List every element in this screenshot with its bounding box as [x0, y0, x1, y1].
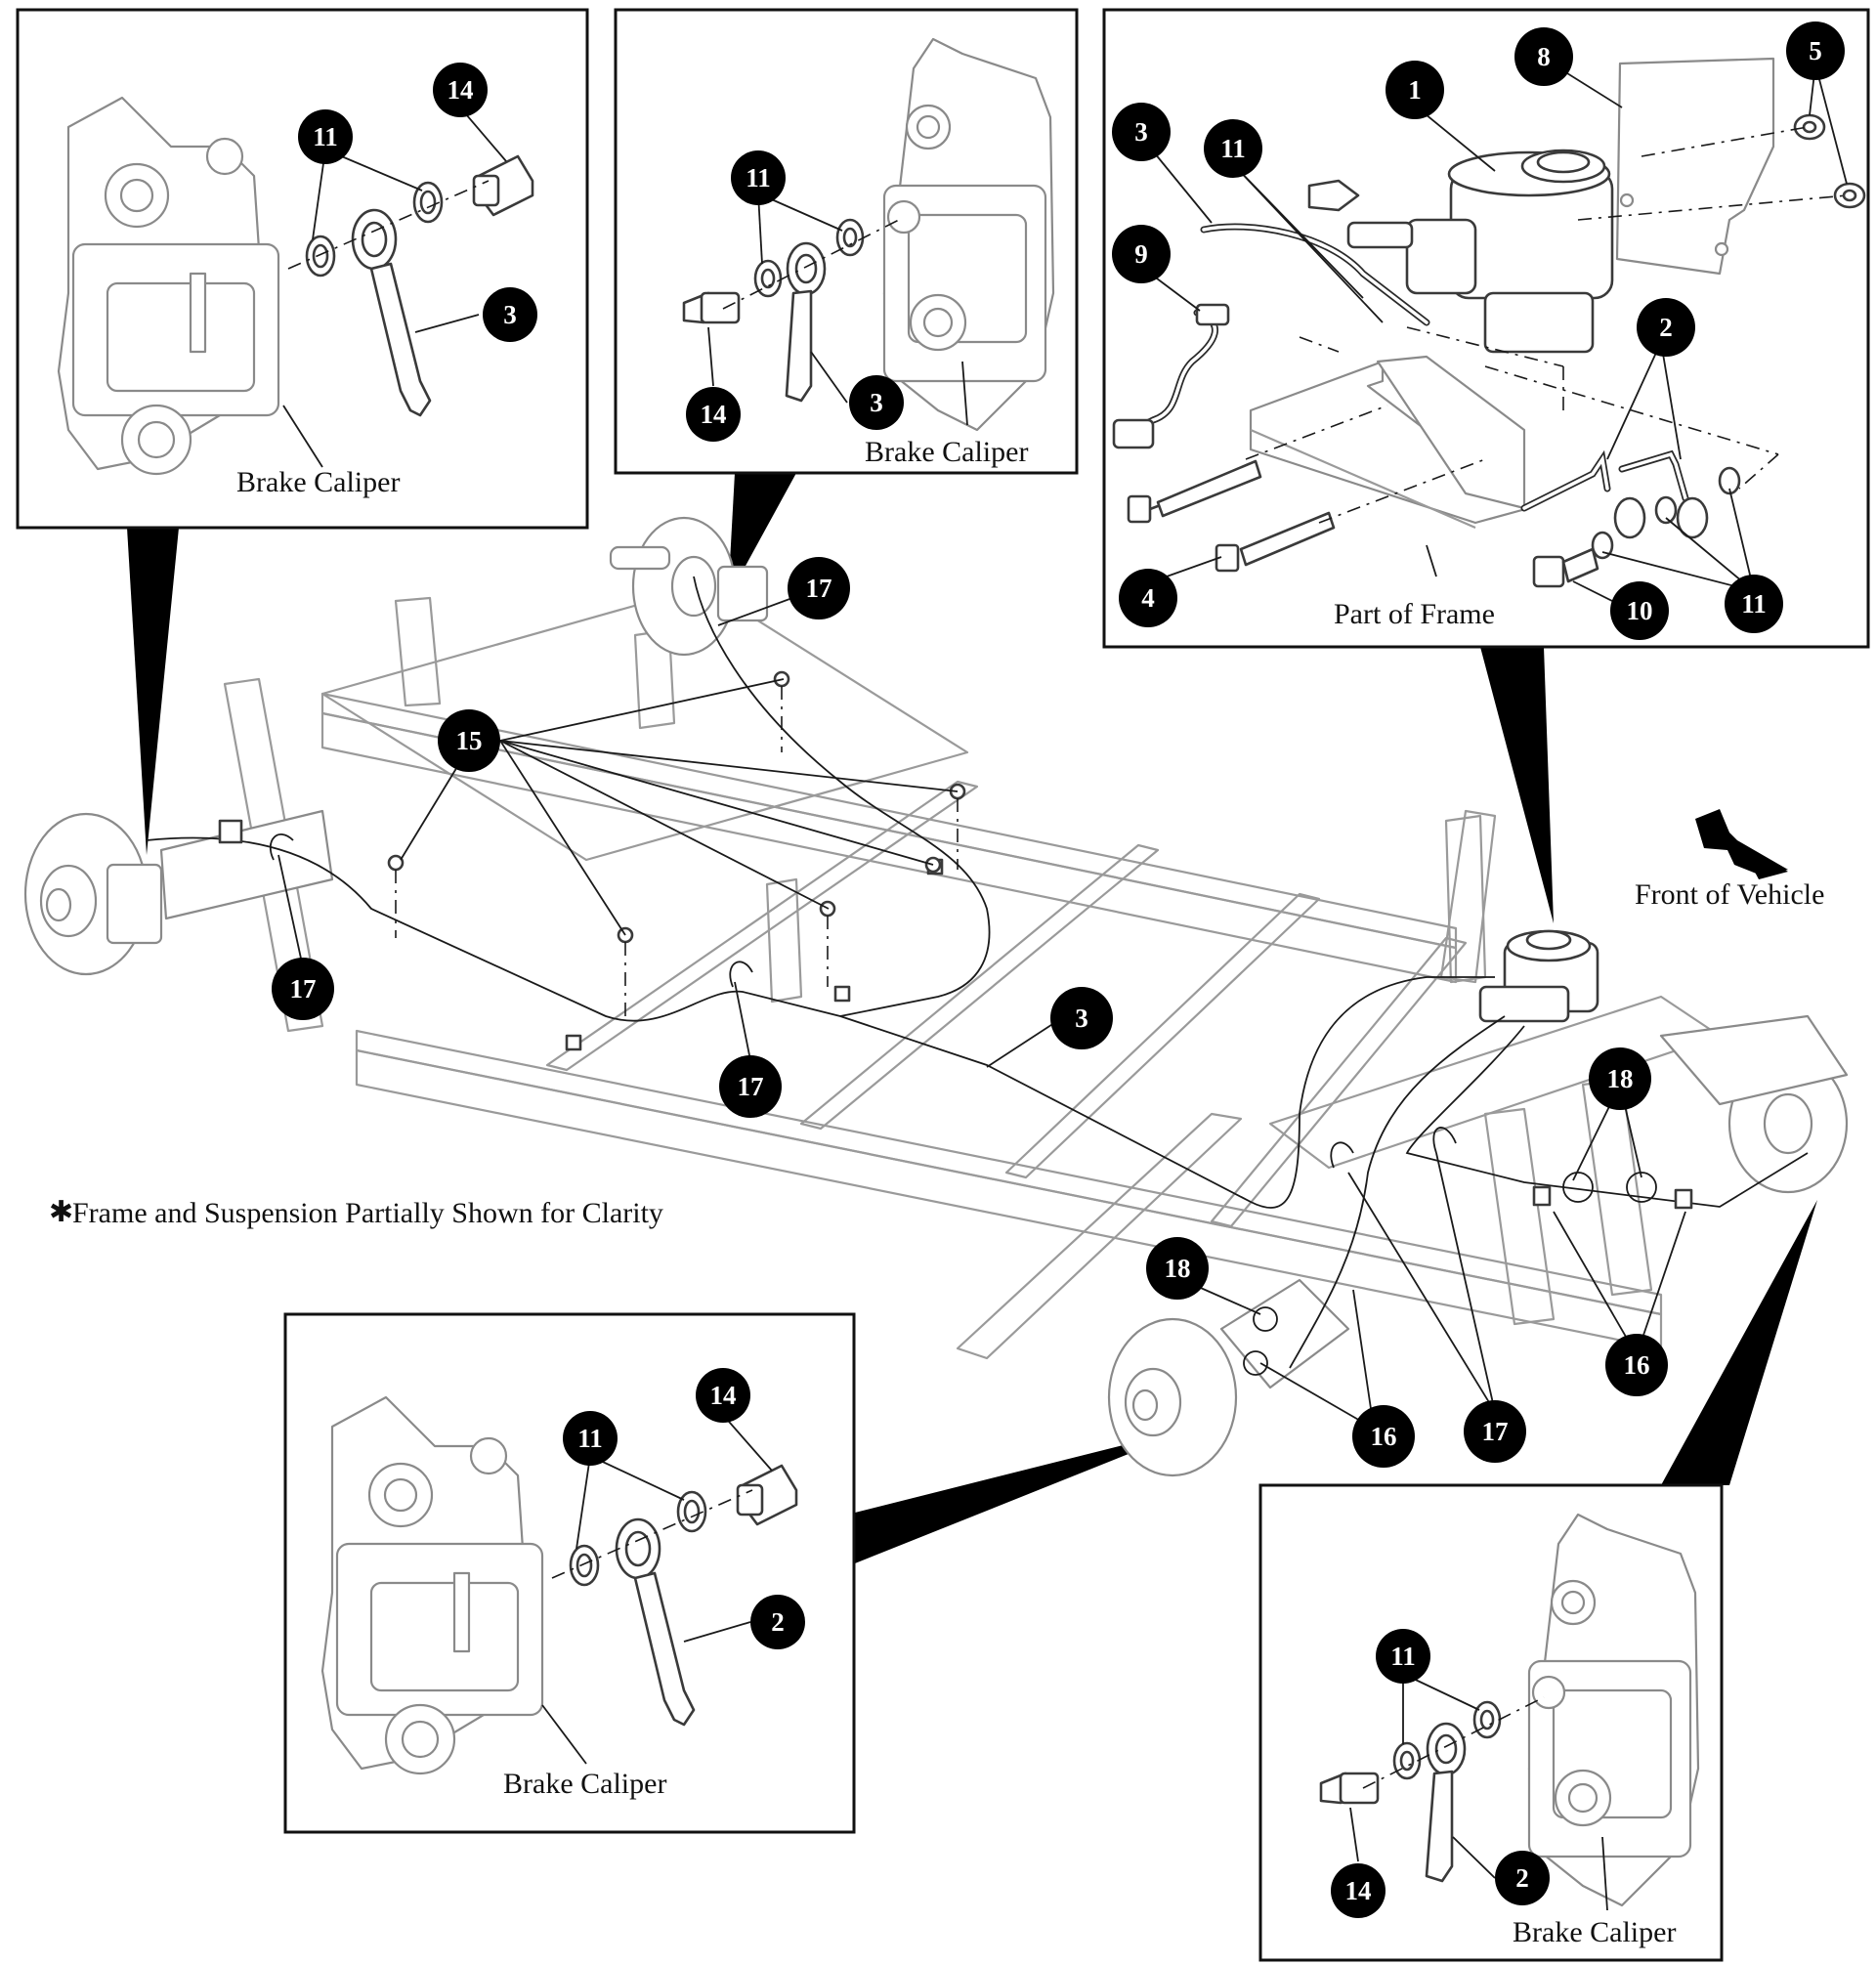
- callout-2-bl: 2: [750, 1595, 805, 1649]
- svg-text:11: 11: [746, 163, 771, 192]
- brake-caliper-label-tl: Brake Caliper: [236, 466, 400, 498]
- callout-11-bl: 11: [563, 1411, 618, 1466]
- callout-15: 15: [438, 709, 500, 772]
- callout-18-right: 18: [1589, 1047, 1651, 1110]
- callout-11-tr-top: 11: [1204, 119, 1262, 178]
- svg-text:18: 18: [1607, 1064, 1634, 1093]
- svg-text:17: 17: [738, 1072, 764, 1101]
- svg-text:11: 11: [577, 1424, 603, 1453]
- callout-1: 1: [1386, 61, 1444, 119]
- main-callout-leaders: [277, 587, 1686, 1430]
- inset-rear-left-caliper: 11 14 3 Brake Caliper: [16, 8, 589, 530]
- callout-10: 10: [1610, 581, 1669, 640]
- svg-text:3: 3: [1134, 117, 1148, 147]
- callout-14-bl: 14: [696, 1368, 750, 1423]
- callout-16-left: 16: [1352, 1405, 1415, 1468]
- callout-17-rear-left: 17: [272, 958, 334, 1020]
- inset-front-right-caliper: 11 14 2 Brake Caliper: [1258, 1483, 1724, 1962]
- part-of-frame-label: Part of Frame: [1334, 598, 1495, 630]
- svg-text:3: 3: [503, 300, 517, 329]
- svg-text:14: 14: [448, 75, 474, 105]
- brake-caliper-drawing: [320, 1395, 544, 1775]
- callout-4: 4: [1119, 569, 1177, 627]
- callout-17-mid: 17: [719, 1055, 782, 1118]
- inset-rear-right-caliper: 11 14 3 Brake Caliper: [614, 8, 1079, 475]
- svg-text:3: 3: [870, 388, 883, 417]
- svg-text:14: 14: [710, 1381, 737, 1410]
- master-cylinder-chassis: [1478, 929, 1599, 1023]
- inset-master-cylinder: 1 8 5 3 11 9 2 4: [1102, 8, 1870, 649]
- brake-line-3: [146, 576, 1809, 1369]
- svg-text:17: 17: [290, 974, 317, 1004]
- callout-9: 9: [1112, 225, 1171, 283]
- callout-3-tr: 3: [1112, 103, 1171, 161]
- callout-2-tr: 2: [1637, 298, 1695, 357]
- svg-text:2: 2: [1515, 1863, 1529, 1893]
- svg-text:3: 3: [1075, 1004, 1088, 1033]
- callout-3-tc: 3: [849, 375, 904, 430]
- note-mark: ✱: [49, 1196, 73, 1228]
- clarity-note: Frame and Suspension Partially Shown for…: [72, 1197, 663, 1229]
- pointer-bottom-right: [1661, 1200, 1817, 1485]
- chassis-frame: [223, 584, 1722, 1360]
- svg-text:8: 8: [1537, 42, 1551, 71]
- rear-right-hub: [609, 516, 769, 657]
- pointer-top-left: [127, 528, 179, 855]
- svg-text:14: 14: [1345, 1876, 1372, 1905]
- callout-5: 5: [1786, 21, 1845, 80]
- pointer-top-right: [1480, 647, 1554, 923]
- svg-text:17: 17: [806, 574, 832, 603]
- callout-8: 8: [1514, 27, 1573, 86]
- front-right-hub: [1659, 1014, 1849, 1194]
- front-of-vehicle-label: Front of Vehicle: [1635, 878, 1824, 911]
- brake-caliper-label-tc: Brake Caliper: [865, 436, 1028, 468]
- callout-2-br: 2: [1495, 1851, 1550, 1905]
- callout-3-tl: 3: [483, 287, 537, 342]
- callout-14-br: 14: [1331, 1863, 1386, 1918]
- svg-text:11: 11: [1741, 589, 1767, 619]
- callout-14-tc: 14: [686, 387, 741, 442]
- svg-text:4: 4: [1141, 583, 1155, 613]
- svg-text:5: 5: [1809, 36, 1822, 65]
- callout-3-main: 3: [1050, 987, 1113, 1049]
- svg-text:17: 17: [1482, 1417, 1509, 1446]
- callout-11-tl: 11: [298, 109, 353, 164]
- callout-17-rear-right: 17: [788, 557, 850, 619]
- svg-text:11: 11: [313, 122, 338, 151]
- callout-16-right: 16: [1605, 1334, 1668, 1396]
- inset-front-left-caliper: 11 14 2 Brake Caliper: [283, 1312, 856, 1834]
- svg-text:14: 14: [701, 400, 727, 429]
- callout-18-left: 18: [1146, 1237, 1209, 1300]
- svg-text:16: 16: [1371, 1422, 1397, 1451]
- callout-11-tc: 11: [731, 150, 786, 205]
- front-of-vehicle-arrow-icon: [1695, 809, 1788, 879]
- callout-14-tl: 14: [433, 63, 488, 117]
- brake-caliper-drawing: [1527, 1513, 1700, 1907]
- front-left-hub: [1107, 1278, 1350, 1477]
- brake-caliper-label-br: Brake Caliper: [1513, 1916, 1676, 1948]
- svg-text:15: 15: [456, 726, 483, 755]
- brake-caliper-drawing: [57, 96, 280, 476]
- svg-text:11: 11: [1390, 1642, 1416, 1671]
- svg-text:18: 18: [1165, 1254, 1191, 1283]
- pointer-bottom-left: [855, 1427, 1197, 1563]
- callout-11-tr-bottom: 11: [1725, 575, 1783, 633]
- svg-text:2: 2: [1659, 313, 1673, 342]
- svg-text:16: 16: [1624, 1350, 1650, 1380]
- brake-caliper-drawing: [882, 37, 1055, 432]
- main-callouts: 17 15 17 17 3 18 18 16: [272, 557, 1668, 1468]
- svg-text:9: 9: [1134, 239, 1148, 269]
- svg-text:11: 11: [1220, 134, 1246, 163]
- svg-text:1: 1: [1408, 75, 1422, 105]
- svg-text:10: 10: [1627, 596, 1653, 625]
- callout-11-br: 11: [1376, 1629, 1430, 1684]
- brake-caliper-label-bl: Brake Caliper: [503, 1768, 666, 1800]
- callout-17-front: 17: [1464, 1400, 1526, 1463]
- svg-text:2: 2: [771, 1607, 785, 1637]
- line-clip-loops: [269, 833, 1657, 1376]
